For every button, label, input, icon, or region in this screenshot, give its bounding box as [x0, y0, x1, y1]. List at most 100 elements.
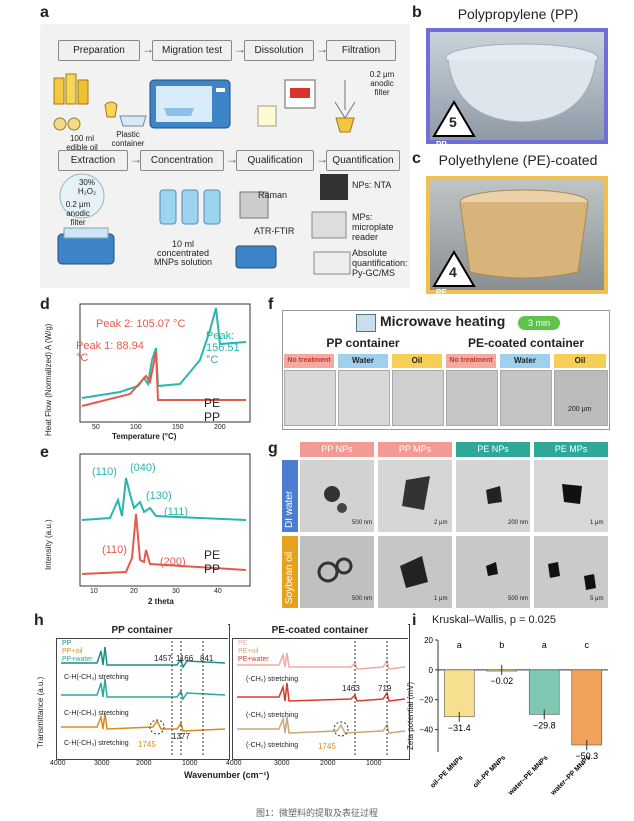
ftir-xtick: 1000 — [182, 760, 198, 767]
zeta-ytick-label: −40 — [419, 726, 433, 735]
tem-pp-mps-water — [378, 460, 452, 532]
atr-ftir-label: ATR-FTIR — [254, 226, 295, 236]
zeta-ylabel: Zeta potential (mV) — [406, 681, 415, 750]
zeta-sig-letter: b — [499, 640, 504, 650]
ch3-stretching-3: C-H(-CH₃) stretching — [64, 740, 129, 747]
ftir-pp-title: PP container — [56, 624, 228, 639]
panel-f-label: f — [268, 296, 274, 313]
group-pe-container: PE-coated container — [467, 336, 585, 350]
xrd-curves — [79, 453, 251, 587]
ftir-pp-curves — [61, 641, 226, 755]
zeta-ytick-label: 0 — [429, 666, 434, 675]
f-scale-label: 200 μm — [568, 406, 592, 413]
zeta-ytick-label: 20 — [424, 636, 433, 645]
panel-i-label: i — [412, 612, 417, 629]
dsc-plot — [60, 300, 256, 440]
col-pe-mps: PE MPs — [534, 442, 608, 457]
pp-peak-110: (110) — [92, 466, 117, 478]
arrow-icon: → — [316, 42, 328, 56]
arrow-icon: → — [234, 42, 246, 56]
zeta-category-label: oil–PP MNPs — [472, 754, 507, 789]
dsc-xtick: 50 — [92, 424, 100, 431]
step-qualification: Qualification — [236, 150, 314, 171]
extraction-icons — [57, 173, 351, 275]
row1-illustrations — [50, 70, 380, 140]
dsc-legend-pe: PE — [204, 396, 221, 410]
microplate-label: MPs: microplate reader — [352, 212, 394, 242]
step-extraction: Extraction — [58, 150, 128, 171]
micrograph-pe-water — [500, 370, 552, 426]
ch2-stretching-2: (-CH₂) stretching — [246, 712, 299, 719]
legend-pp-oil: PP+oil — [62, 648, 83, 655]
pe-container-photo: 4 PE — [426, 176, 608, 297]
dsc-xtick: 200 — [214, 424, 226, 431]
legend-pe-oil: PE+oil — [238, 648, 259, 655]
ftir-xtick: 3000 — [94, 760, 110, 767]
ftir-pe-curves — [237, 641, 406, 755]
recycle-label-pp: PP — [436, 140, 447, 149]
zeta-category-label: water–PP MNPs — [549, 754, 592, 797]
peak3-annotation: Peak: 156.51 °C — [206, 330, 240, 366]
zeta-sig-letter: a — [542, 640, 547, 650]
peak-1166: 1166 — [176, 654, 194, 663]
pp-peak-040: (040) — [130, 462, 156, 474]
col-pe-nps: PE NPs — [456, 442, 530, 457]
scale-label: 500 nm — [352, 520, 373, 526]
ftir-xtick: 4000 — [226, 760, 242, 767]
dsc-legend-pp: PP — [204, 410, 221, 424]
scale-label: 500 nm — [352, 596, 373, 602]
peak-841: 841 — [200, 654, 214, 663]
panel-h-label: h — [34, 612, 44, 629]
pp-bowl-image — [432, 43, 599, 137]
oil-note: 100 ml edible oil — [66, 134, 98, 152]
pp-container-photo: 5 PP — [426, 28, 608, 149]
pygcms-label: Absolute quantification: Py-GC/MS — [352, 248, 408, 278]
legend-pe-water: PE+water — [238, 656, 269, 663]
arrow-icon: → — [130, 152, 142, 166]
peak1-annotation: Peak 1: 88.94 °C — [76, 340, 144, 364]
figure-caption: 图1：微塑料的提取及表征过程 — [255, 808, 378, 818]
ftir-xtick: 4000 — [50, 760, 66, 767]
dsc-ylabel-wrap: Heat Flow (Normalized) A (W/g) — [44, 306, 58, 436]
peak-1745-pe: 1745 — [318, 742, 336, 751]
scale-label: 2 μm — [434, 520, 448, 526]
ftir-xlabel: Wavenumber (cm⁻¹) — [184, 770, 270, 780]
tem-pp-mps-oil — [378, 536, 452, 608]
xrd-xtick: 40 — [214, 588, 222, 595]
legend-pe: PE — [238, 640, 248, 647]
zeta-ytick-label: −20 — [419, 696, 433, 705]
ch2-stretching-3: (-CH₂) stretching — [246, 742, 299, 749]
row2-illustrations — [50, 172, 400, 282]
col-oil-pe: Oil — [554, 354, 606, 368]
h2o2-note: 30% H₂O₂ — [77, 178, 97, 196]
scale-label: 1 μm — [434, 596, 448, 602]
xrd-xtick: 30 — [172, 588, 180, 595]
xrd-xtick: 20 — [130, 588, 138, 595]
microwave-panel — [282, 310, 610, 430]
recycle-code-4: 4 — [449, 264, 457, 280]
tem-pp-nps-oil — [300, 536, 374, 608]
ch3-stretching-2: C-H(-CH₃) stretching — [64, 710, 129, 717]
zeta-value-label: −50.3 — [575, 751, 598, 761]
col-no-treatment-pp: No treatment — [284, 354, 334, 368]
step-dissolution: Dissolution — [244, 40, 314, 61]
panel-a-label: a — [40, 4, 49, 21]
zeta-bar — [571, 669, 603, 746]
panel-b-label: b — [412, 4, 422, 21]
legend-pp-water: PP+water — [62, 656, 93, 663]
ftir-xtick: 1000 — [366, 760, 382, 767]
zeta-category-label: oil–PE MNPs — [429, 754, 464, 789]
col-water-pe: Water — [500, 354, 550, 368]
dsc-xtick: 100 — [130, 424, 142, 431]
peak2-annotation: Peak 2: 105.07 °C — [96, 318, 186, 330]
panel-e-label: e — [40, 444, 49, 461]
xrd-ylabel-wrap: Intensity (a.u.) — [44, 470, 58, 580]
tem-pe-nps-water — [456, 460, 530, 532]
panel-c-label: c — [412, 150, 421, 167]
group-pp-container: PP container — [326, 336, 400, 350]
peak-1745-pp: 1745 — [138, 740, 156, 749]
micrograph-pp-oil — [392, 370, 444, 426]
zeta-value-label: −29.8 — [533, 720, 556, 730]
recycle-label-pe: PE — [436, 288, 447, 297]
